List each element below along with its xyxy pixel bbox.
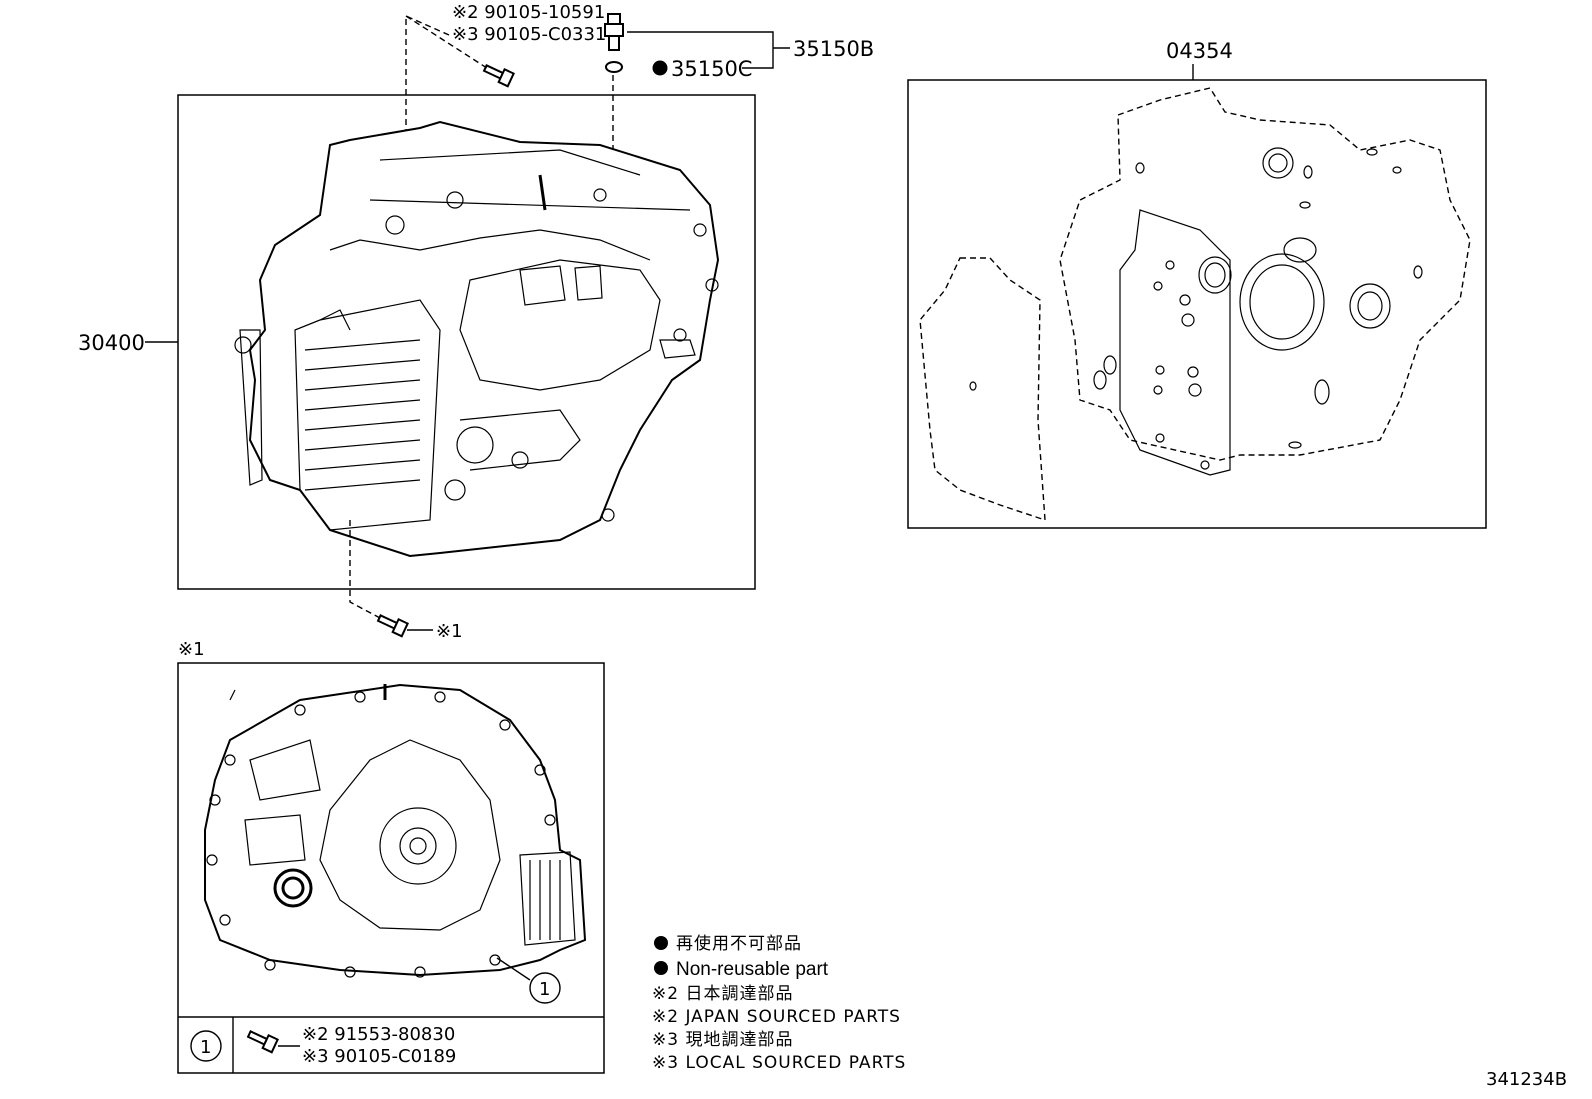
ref-1-circle bbox=[190, 1030, 222, 1062]
transaxle-label[interactable]: 30400 bbox=[78, 331, 145, 355]
gasket-kit-box bbox=[907, 79, 1487, 529]
bolt-inset-part[interactable] bbox=[246, 1028, 279, 1054]
gasket-kit-label[interactable]: 04354 bbox=[1166, 39, 1233, 63]
oring-part[interactable] bbox=[605, 61, 623, 73]
legend-item-6: ※3 LOCAL SOURCED PARTS bbox=[652, 1053, 906, 1073]
diagram-id: 341234B bbox=[1486, 1069, 1567, 1090]
legend-item-3: ※2 日本調達部品 bbox=[652, 984, 793, 1004]
ref-1-label: 1 bbox=[200, 1037, 211, 1058]
speed-sensor-part[interactable] bbox=[604, 13, 624, 51]
oring-label[interactable]: 35150C bbox=[671, 57, 752, 81]
transaxle-drawing[interactable] bbox=[234, 120, 720, 558]
bolt-lead-dashed bbox=[405, 14, 450, 165]
legend-item-4: ※2 JAPAN SOURCED PARTS bbox=[652, 1007, 901, 1027]
sensor-ref-1-label[interactable]: ※2 90105-10591 bbox=[452, 2, 605, 23]
sensor-ref-2-label[interactable]: ※3 90105-C0331 bbox=[452, 24, 606, 45]
transaxle-front-view-drawing[interactable] bbox=[204, 683, 587, 978]
legend-item-1: 再使用不可部品 bbox=[676, 933, 802, 954]
legend-item-2: Non-reusable part bbox=[676, 959, 829, 980]
bottom-bolt-note[interactable]: ※1 bbox=[436, 621, 463, 642]
sensor-bracket-line bbox=[627, 31, 774, 69]
legend-dot-icon bbox=[654, 936, 668, 950]
legend-dot-icon bbox=[654, 961, 668, 975]
non-reusable-dot-icon bbox=[652, 60, 668, 76]
bolt-top-part[interactable] bbox=[482, 62, 515, 88]
callout-1-label: 1 bbox=[539, 979, 550, 1000]
bolt-bottom-part[interactable] bbox=[376, 612, 409, 638]
gasket-kit-drawing[interactable] bbox=[919, 87, 1471, 521]
inset-title: ※1 bbox=[178, 639, 205, 660]
legend-item-5: ※3 現地調達部品 bbox=[652, 1030, 793, 1050]
inset-bolt-ref-1[interactable]: ※2 91553-80830 bbox=[302, 1024, 455, 1045]
inset-box bbox=[177, 662, 605, 1074]
bottom-bolt-lead bbox=[349, 520, 381, 619]
callout-1-circle bbox=[529, 972, 561, 1004]
inset-bolt-ref-2[interactable]: ※3 90105-C0189 bbox=[302, 1046, 456, 1067]
sensor-assy-label[interactable]: 35150B bbox=[793, 37, 874, 61]
